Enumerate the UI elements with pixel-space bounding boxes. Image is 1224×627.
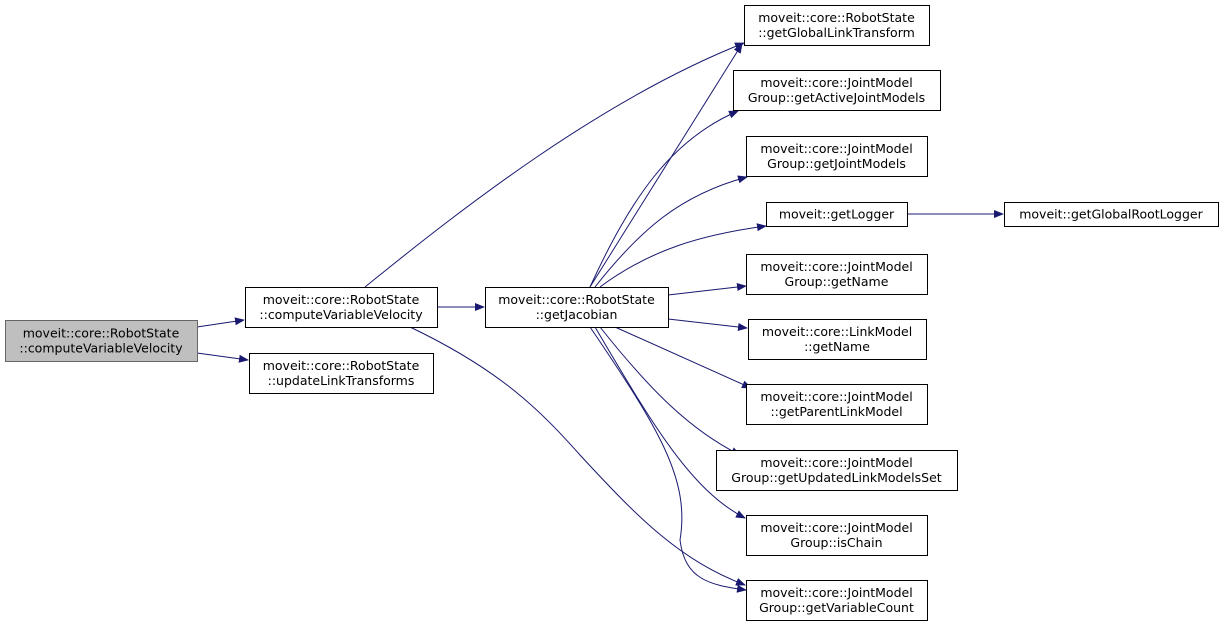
node-label-line: moveit::core::RobotState [758,10,915,25]
node-box [5,320,198,362]
edge-jac-to-glog [599,223,767,288]
node-box [485,287,669,328]
node-label-line: ::getName [804,339,870,354]
node-gplm[interactable]: moveit::core::JointModel::getParentLinkM… [746,384,928,425]
node-grl[interactable]: moveit::getGlobalRootLogger [1004,202,1219,227]
node-label-line: Group::getUpdatedLinkModelsSet [731,470,941,485]
node-label-line: moveit::getGlobalRootLogger [1019,207,1203,222]
node-box [733,70,941,111]
node-label-line: moveit::getLogger [779,207,895,222]
edge-jac-to-lmname [667,318,748,331]
node-root: moveit::core::RobotState::computeVariabl… [5,320,198,362]
node-gvc[interactable]: moveit::core::JointModelGroup::getVariab… [746,580,928,621]
node-label-line: moveit::core::RobotState [498,292,655,307]
node-box [748,319,927,360]
node-gjm[interactable]: moveit::core::JointModelGroup::getJointM… [746,136,928,177]
edge-jac-to-gajm [589,110,739,288]
edge-jac-to-gglt [589,43,743,288]
node-glog[interactable]: moveit::getLogger [766,202,908,227]
edge-jac-to-jmgname [667,283,747,296]
node-label-line: Group::isChain [790,535,882,550]
node-box [746,136,928,177]
node-box [249,353,434,394]
node-label-line: ::computeVariableVelocity [259,307,423,322]
node-label-line: moveit::core::RobotState [263,358,420,373]
nodes: moveit::core::RobotState::computeVariabl… [5,5,1219,621]
edge-cvv-to-gglt [364,42,745,288]
node-label-line: Group::getName [785,274,889,289]
node-lmname[interactable]: moveit::core::LinkModel::getName [748,319,927,360]
node-box [746,580,928,621]
node-label-line: moveit::core::JointModel [760,520,912,535]
node-label-line: Group::getVariableCount [759,600,914,615]
node-box [716,450,958,491]
node-label-line: Group::getJointModels [767,156,906,171]
node-jac[interactable]: moveit::core::RobotState::getJacobian [485,287,669,328]
edge-jac-to-gplm [614,326,752,389]
node-label-line: moveit::core::RobotState [23,326,180,341]
node-box [746,384,928,425]
node-label-line: moveit::core::RobotState [263,292,420,307]
node-box [1004,202,1219,227]
node-label-line: ::updateLinkTransforms [268,373,415,388]
node-box [746,515,928,556]
node-label-line: ::getGlobalLinkTransform [758,25,915,40]
node-cvv[interactable]: moveit::core::RobotState::computeVariabl… [245,287,438,328]
node-box [744,5,930,46]
node-label-line: ::getParentLinkModel [770,404,902,419]
node-label-line: ::getJacobian [536,307,618,322]
node-gulms[interactable]: moveit::core::JointModelGroup::getUpdate… [716,450,958,491]
edge-root-to-ult [196,352,249,363]
node-gajm[interactable]: moveit::core::JointModelGroup::getActive… [733,70,941,111]
node-label-line: moveit::core::JointModel [760,585,912,600]
node-label-line: moveit::core::JointModel [760,389,912,404]
edge-jac-to-gvc [589,326,747,593]
node-box [766,202,908,227]
node-label-line: moveit::core::JointModel [760,141,912,156]
node-gglt[interactable]: moveit::core::RobotState::getGlobalLinkT… [744,5,930,46]
node-ult[interactable]: moveit::core::RobotState::updateLinkTran… [249,353,434,394]
edge-jac-to-gulms [599,326,741,456]
node-label-line: Group::getActiveJointModels [748,90,925,105]
edge-jac-to-ischain [594,326,746,519]
edge-root-to-cvv [196,317,245,328]
node-label-line: moveit::core::LinkModel [762,324,912,339]
node-box [746,254,928,295]
node-label-line: moveit::core::JointModel [760,75,912,90]
edge-cvv-to-gvc [409,326,746,586]
edges [196,42,1004,593]
node-box [245,287,438,328]
edge-jac-to-gjm [594,175,748,288]
node-label-line: ::computeVariableVelocity [19,341,183,356]
node-label-line: moveit::core::JointModel [760,455,912,470]
node-label-line: moveit::core::JointModel [760,259,912,274]
